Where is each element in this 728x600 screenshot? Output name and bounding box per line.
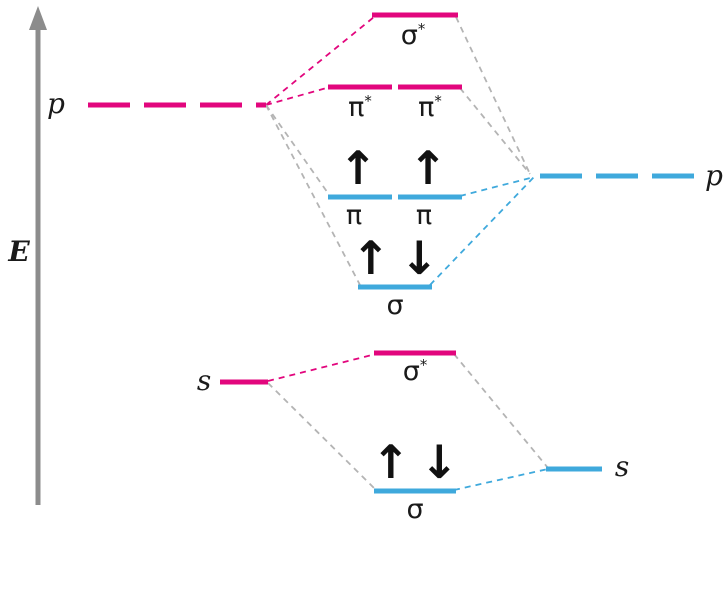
sigma-s-label: σ [406, 494, 424, 525]
sigma-star-s-sup: * [419, 356, 428, 374]
p-ao-label-right: p [705, 159, 723, 192]
s-ao-label-right: s [614, 450, 630, 483]
molecular-orbital-levels [328, 12, 462, 494]
sigma-star-s-base: σ [402, 356, 420, 387]
sigma-s-electrons: ↑ ↓ [371, 439, 458, 485]
connector-lines [265, 16, 549, 491]
energy-axis-arrowhead [29, 6, 47, 30]
connector-sigma-star-s-to-sright [453, 353, 549, 469]
connector-sigma-to-pright [429, 176, 535, 286]
pi-star-right-base: π [418, 92, 435, 123]
sigma-star-s-label: σ* [383, 358, 447, 385]
atomic-orbital-levels [88, 102, 702, 472]
pi-star-left-sup: * [364, 92, 372, 110]
electron-down-arrow: ↓ [400, 231, 439, 285]
connector-sleft-to-sigma-s [267, 382, 377, 491]
p-ao-label-left: p [47, 87, 65, 120]
sigma-star-p-label: σ* [381, 22, 445, 49]
connector-sleft-to-sigma-star-s [267, 353, 377, 382]
energy-axis [29, 6, 47, 505]
pi-right-label: π [415, 200, 433, 231]
pi-left-label: π [345, 200, 363, 231]
connector-sigma-star-to-pright [455, 16, 531, 175]
connector-sigma-s-to-sright [453, 468, 549, 491]
pi-star-left-base: π [348, 92, 365, 123]
connector-pi-to-pright [459, 176, 535, 197]
pi-left-electrons: ↑ [338, 141, 378, 195]
pi-star-right-label: π* [398, 94, 462, 121]
pi-star-left-label: π* [328, 94, 392, 121]
energy-axis-label: E [8, 235, 30, 268]
connector-pi-star-to-pright [459, 87, 531, 175]
electron-up-arrow: ↑ [408, 141, 448, 195]
connector-pleft-to-sigma-star [265, 16, 375, 106]
electron-up-arrow: ↑ [371, 435, 410, 489]
connector-pleft-to-pi-star [265, 86, 331, 106]
connector-pleft-to-pi [265, 104, 331, 197]
electron-up-arrow: ↑ [351, 231, 390, 285]
pi-star-right-sup: * [434, 92, 442, 110]
connector-pleft-to-sigma [265, 104, 361, 286]
sigma-star-p-base: σ [400, 20, 418, 51]
s-ao-label-left: s [196, 364, 212, 397]
sigma-star-p-sup: * [417, 20, 426, 38]
electron-down-arrow: ↓ [420, 435, 459, 489]
pi-right-electrons: ↑ [408, 141, 448, 195]
sigma-p-label: σ [386, 290, 404, 321]
sigma-p-electrons: ↑ ↓ [351, 235, 438, 281]
electron-up-arrow: ↑ [338, 141, 378, 195]
